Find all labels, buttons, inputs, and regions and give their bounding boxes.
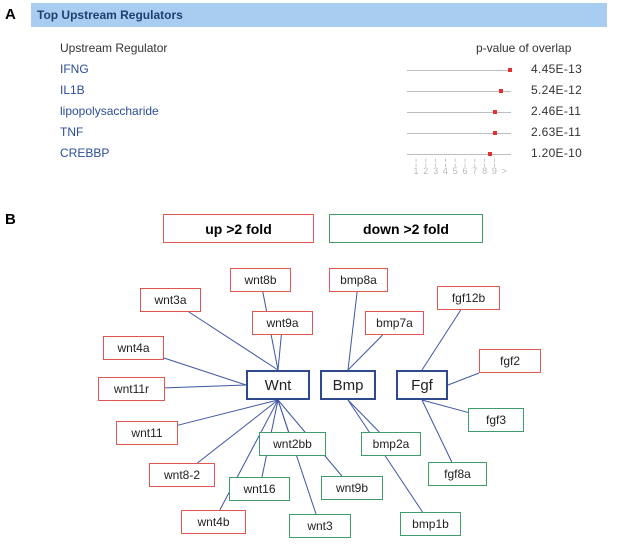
edge-fgf-fgf2 [447, 372, 480, 386]
pvalue-track [407, 133, 511, 134]
hub-node-bmp: Bmp [320, 370, 376, 400]
pvalue-track [407, 154, 511, 155]
edge-wnt-wnt8-2 [197, 399, 279, 464]
gene-node-bmp2a: bmp2a [361, 432, 421, 456]
pvalue-track [407, 91, 511, 92]
scale-tick: ¦7 [472, 157, 478, 176]
scale-tick: ¦6 [462, 157, 468, 176]
gene-node-bmp7a: bmp7a [365, 311, 424, 335]
panel-letter-b: B [5, 211, 16, 228]
edge-wnt-wnt4a [163, 357, 247, 386]
regulators-header: Top Upstream Regulators [31, 3, 607, 27]
gene-node-wnt16: wnt16 [229, 477, 290, 501]
gene-node-wnt8b: wnt8b [230, 268, 291, 292]
gene-node-bmp8a: bmp8a [329, 268, 388, 292]
legend-up-box: up >2 fold [163, 214, 314, 243]
pvalue-marker [487, 152, 492, 156]
pvalue-track [407, 70, 511, 71]
edge-fgf-fgf3 [421, 399, 469, 413]
hub-node-wnt: Wnt [246, 370, 310, 400]
gene-node-wnt8-2: wnt8-2 [149, 463, 215, 487]
scale-tick: ¦3 [433, 157, 439, 176]
gene-node-fgf2: fgf2 [479, 349, 541, 373]
regulator-link[interactable]: lipopolysaccharide [60, 104, 159, 118]
regulator-row: IFNG 4.45E-13 [0, 62, 617, 80]
edge-wnt-wnt3 [277, 399, 317, 515]
pvalue-marker [493, 110, 498, 114]
gene-node-fgf8a: fgf8a [428, 462, 487, 486]
edge-fgf-fgf8a [421, 399, 453, 463]
gene-node-wnt11r: wnt11r [98, 377, 165, 401]
edge-wnt-wnt9a [277, 334, 282, 371]
column-header-regulator: Upstream Regulator [60, 41, 168, 55]
scale-tick: ¦2 [423, 157, 429, 176]
scale-tick: ¦5 [452, 157, 458, 176]
hub-node-fgf: Fgf [396, 370, 448, 400]
regulator-link[interactable]: CREBBP [60, 146, 110, 160]
gene-node-wnt11: wnt11 [116, 421, 178, 445]
regulator-row: lipopolysaccharide 2.46E-11 [0, 104, 617, 122]
scale-tick: ¦9 [491, 157, 497, 176]
edge-fgf-fgf12b [421, 309, 462, 371]
pvalue-track [407, 112, 511, 113]
gene-node-wnt3a: wnt3a [140, 288, 201, 312]
pvalue-text: 2.46E-11 [531, 104, 582, 118]
regulator-link[interactable]: IFNG [60, 62, 89, 76]
pvalue-marker [498, 89, 503, 93]
edge-bmp-bmp2a [347, 399, 380, 433]
regulator-row: IL1B 5.24E-12 [0, 83, 617, 101]
legend-down-box: down >2 fold [329, 214, 483, 243]
pvalue-text: 2.63E-11 [531, 125, 582, 139]
edge-wnt-wnt11 [177, 399, 279, 426]
regulator-link[interactable]: TNF [60, 125, 84, 139]
regulator-row: CREBBP 1.20E-10 [0, 146, 617, 164]
edge-bmp-bmp1b [347, 399, 423, 513]
gene-node-wnt3: wnt3 [289, 514, 351, 538]
gene-node-wnt2bb: wnt2bb [259, 432, 326, 456]
edge-wnt-wnt11r [164, 384, 247, 389]
gene-node-wnt4a: wnt4a [103, 336, 164, 360]
regulator-row: TNF 2.63E-11 [0, 125, 617, 143]
regulators-title: Top Upstream Regulators [37, 8, 183, 22]
column-header-pvalue: p-value of overlap [476, 41, 572, 55]
edge-bmp-bmp8a [347, 291, 358, 371]
edge-wnt-wnt3a [188, 311, 279, 371]
scale-tick: ¦1 [413, 157, 419, 176]
pvalue-text: 5.24E-12 [531, 83, 583, 97]
gene-node-fgf12b: fgf12b [437, 286, 500, 310]
pvalue-text: 4.45E-13 [531, 62, 583, 76]
gene-node-wnt9b: wnt9b [321, 476, 383, 500]
gene-node-wnt9a: wnt9a [252, 311, 313, 335]
panel-letter-a: A [5, 6, 16, 23]
gene-node-wnt4b: wnt4b [181, 510, 246, 534]
pvalue-marker [493, 131, 498, 135]
regulator-link[interactable]: IL1B [60, 83, 85, 97]
pvalue-text: 1.20E-10 [531, 146, 583, 160]
scale-tick: ¦8 [482, 157, 488, 176]
pvalue-marker [507, 68, 512, 72]
scale-tick: ¦4 [442, 157, 448, 176]
edge-bmp-bmp7a [347, 334, 383, 371]
gene-node-fgf3: fgf3 [468, 408, 524, 432]
scale-tick: > [501, 166, 507, 176]
gene-node-bmp1b: bmp1b [400, 512, 461, 536]
